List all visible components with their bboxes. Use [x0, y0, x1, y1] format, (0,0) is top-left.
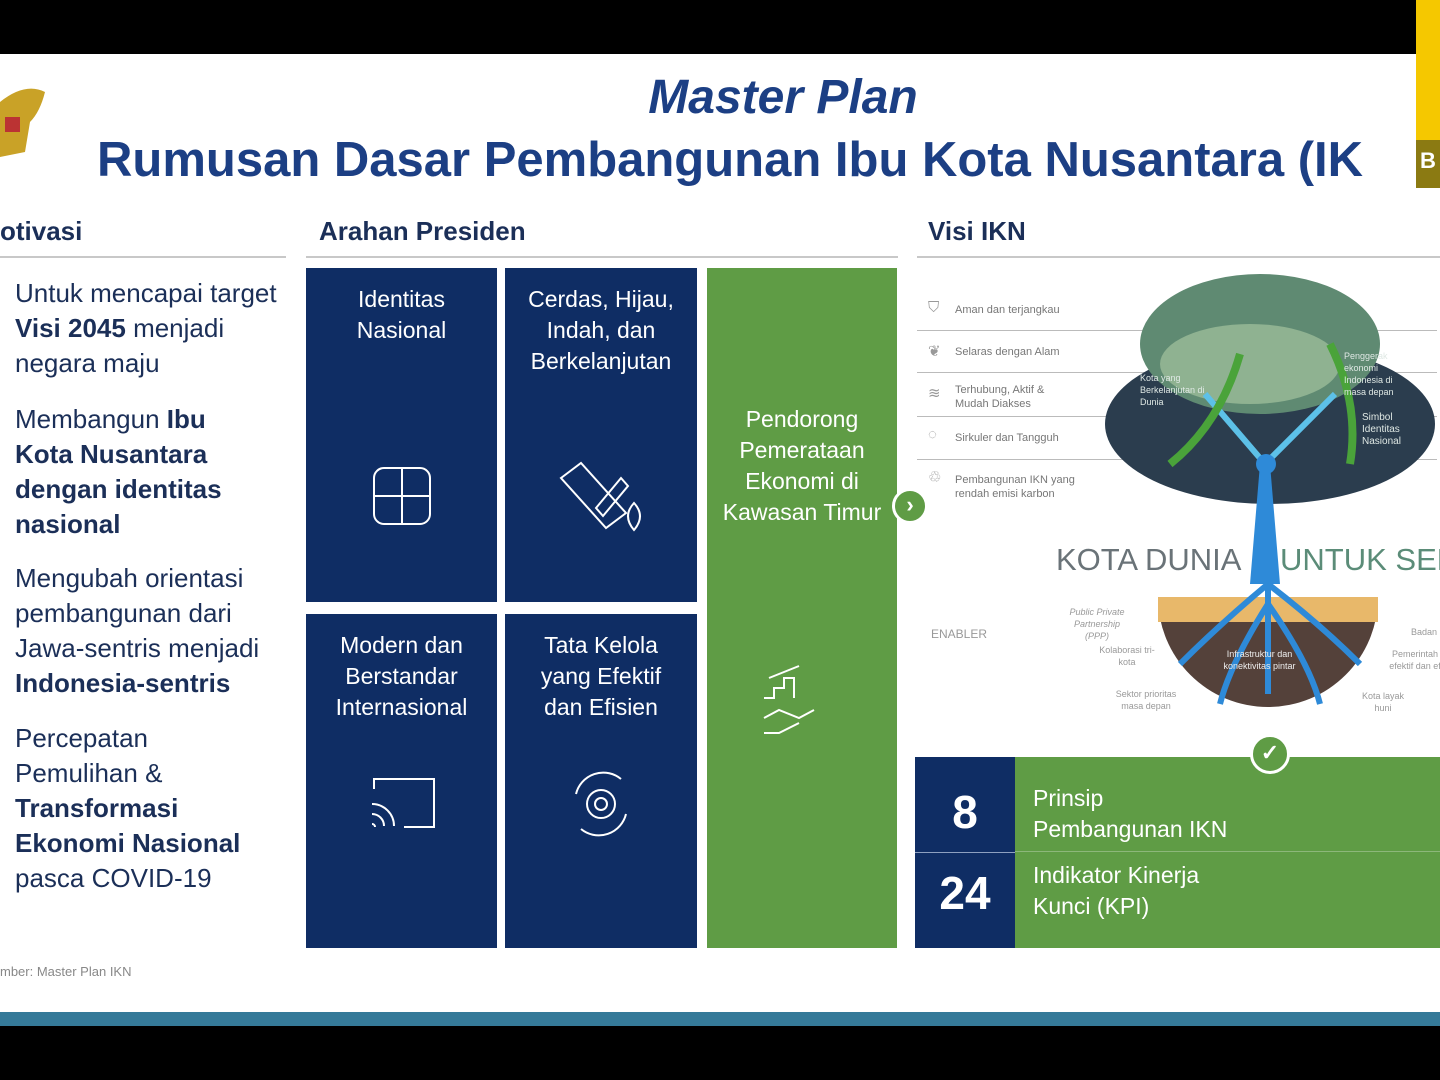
check-icon: ✓ [1250, 734, 1290, 774]
footer-band [0, 1012, 1440, 1026]
stat-label: Prinsip Pembangunan IKN [1015, 757, 1440, 852]
visi-item: Sirkuler dan Tangguh [955, 432, 1059, 444]
stat-number: 8 [915, 757, 1015, 852]
motivasi-item: Percepatan Pemulihan & Transformasi Ekon… [15, 723, 241, 893]
title-rumusan: Rumusan Dasar Pembangunan Ibu Kota Nusan… [97, 133, 1364, 187]
kota-dunia-text: KOTA DUNIA [1056, 542, 1242, 577]
tree-label: Badan [1410, 627, 1438, 637]
divider [0, 256, 286, 258]
visi-item: Terhubung, Aktif & Mudah Diakses [955, 384, 1045, 410]
tree-label: Penggerak ekonomi Indonesia di masa depa… [1344, 351, 1394, 397]
divider [917, 256, 1440, 258]
arahan-tata-kelola: Tata Kelola yang Efektif dan Efisien [505, 614, 697, 948]
tree-label: Kolaborasi tri-kota [1099, 645, 1155, 667]
eco-icon: ♲ [928, 469, 942, 486]
tree-label: Kota layak huni [1361, 691, 1405, 713]
heading-visi: Visi IKN [928, 216, 1026, 246]
circular-icon: ◌ [928, 426, 937, 443]
garuda-emblem-icon [0, 88, 45, 157]
enabler-label: ENABLER [931, 627, 988, 641]
ruler-pencil-leaf-icon [559, 461, 641, 532]
tree-illustration [1105, 274, 1435, 707]
motivasi-item: Mengubah orientasi pembangunan dari Jawa… [15, 563, 260, 698]
cast-screen-icon [371, 778, 435, 828]
leaf-icon: ❦ [928, 343, 941, 360]
tree-label: Sektor prioritas masa depan [1115, 689, 1177, 711]
pendorong-box: Pendorong Pemerataan Ekonomi di Kawasan … [707, 268, 897, 948]
arahan-cerdas: Cerdas, Hijau, Indah, dan Berkelanjutan [505, 268, 697, 602]
heading-arahan: Arahan Presiden [319, 216, 526, 246]
visi-item: Selaras dengan Alam [955, 346, 1060, 358]
arahan-identitas: Identitas Nasional [306, 268, 497, 602]
motivasi-item: Membangun Ibu Kota Nusantara dengan iden… [15, 404, 222, 539]
tree-label: Kota yang Berkelanjutan di Dunia [1140, 373, 1205, 407]
corner-badge: B [1416, 140, 1440, 188]
title-master-plan: Master Plan [648, 71, 918, 124]
chevron-right-icon: › [892, 488, 928, 524]
gear-cycle-icon [575, 771, 627, 837]
divider [306, 256, 898, 258]
motivasi-item: Untuk mencapai target Visi 2045 menjadi … [15, 278, 277, 378]
hands-unity-icon [372, 467, 431, 525]
stat-number: 24 [915, 852, 1015, 948]
tree-label: Simbol Identitas Nasional [1362, 412, 1401, 447]
shield-star-icon: ⛉ [928, 299, 940, 316]
visi-item: Pembangunan IKN yang rendah emisi karbon [955, 474, 1075, 500]
tree-label: Pemerintah efektif dan ef [1389, 649, 1440, 671]
stat-label: Indikator Kinerja Kunci (KPI) [1015, 852, 1440, 948]
tree-label: Infrastruktur dan konektivitas pintar [1223, 649, 1296, 671]
heading-motivasi: otivasi [0, 216, 83, 246]
growth-handshake-icon [763, 665, 815, 734]
slide: Master Plan Rumusan Dasar Pembangunan Ib… [0, 54, 1440, 1014]
wifi-icon: ≋ [928, 385, 941, 402]
untuk-semua-text: UNTUK SEM [1280, 542, 1440, 577]
source-note: mber: Master Plan IKN [0, 964, 132, 979]
visi-item: Aman dan terjangkau [955, 304, 1060, 316]
tree-label: Public Private Partnership (PPP) [1069, 607, 1125, 641]
arahan-modern: Modern dan Berstandar Internasional [306, 614, 497, 948]
